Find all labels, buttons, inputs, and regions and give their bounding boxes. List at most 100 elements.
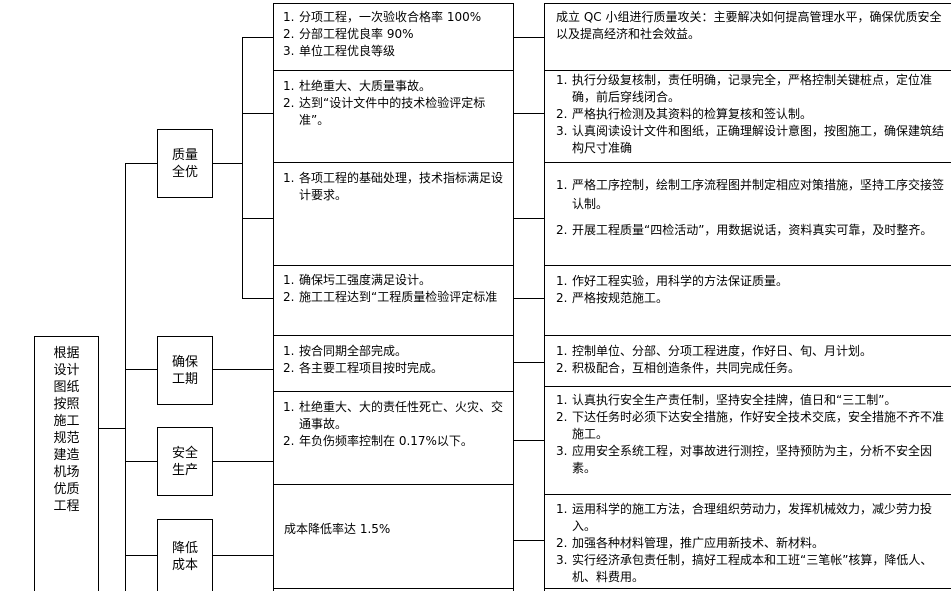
- list-item: 1.控制单位、分部、分项工程进度，作好日、旬、月计划。: [556, 344, 873, 358]
- list-item: 1.按合同期全部完成。: [283, 344, 408, 358]
- goal-cell-1: 1.分项工程，一次验收合格率 100% 2.分部工程优良率 90% 3.单位工程…: [283, 9, 508, 60]
- list-item: 2.达到“设计文件中的技术检验评定标准”。: [283, 96, 486, 127]
- measure-divider: [544, 162, 951, 163]
- measure-divider: [544, 386, 951, 387]
- measure-connector-6: [513, 440, 544, 441]
- goal-divider: [273, 265, 514, 266]
- list-item: 1.运用科学的施工方法，合理组织劳动力，发挥机械效力，减少劳力投入。: [556, 502, 933, 533]
- goal-cell-2: 1.杜绝重大、大质量事故。 2.达到“设计文件中的技术检验评定标准”。: [283, 78, 508, 129]
- measure-divider: [544, 335, 951, 336]
- goal-cell-6: 1.杜绝重大、大的责任性死亡、火灾、交通事故。 2.年负伤频率控制在 0.17%…: [283, 399, 508, 450]
- root-line: 规范: [53, 431, 80, 446]
- list-item: 2.积极配合，互相创造条件，共同完成任务。: [556, 361, 801, 375]
- list-item: 2.严格执行检测及其资料的检算复核和签认制。: [556, 107, 813, 121]
- goal-divider: [273, 70, 514, 71]
- list-item: 1.严格工序控制，绘制工序流程图并制定相应对策措施，坚持工序交接签认制。: [556, 178, 944, 211]
- schedule-to-goal: [212, 369, 274, 370]
- category-safety-box: 安全 生产: [157, 427, 213, 496]
- measure-column: [544, 3, 951, 591]
- list-item: 3.实行经济承包责任制，搞好工程成本和工班“三笔帐”核算，降低人、机、料费用。: [556, 553, 933, 584]
- measure-connector-4: [513, 298, 544, 299]
- category-label: 生产: [171, 463, 198, 478]
- list-item: 1.杜绝重大、大的责任性死亡、火灾、交通事故。: [283, 400, 504, 431]
- measure-divider: [544, 265, 951, 266]
- root-line: 根据: [53, 346, 80, 361]
- measure-divider: [544, 494, 951, 495]
- measure-text: 成立 QC 小组进行质量攻关：主要解决如何提高管理水平，确保优质安全以及提高经济…: [556, 10, 942, 41]
- root-line: 按照: [53, 397, 80, 412]
- measure-cell-5: 1.控制单位、分部、分项工程进度，作好日、旬、月计划。 2.积极配合，互相创造条…: [556, 343, 944, 377]
- category-label: 质量: [171, 148, 198, 163]
- goal-cell-5: 1.按合同期全部完成。 2.各主要工程项目按时完成。: [283, 343, 508, 377]
- measure-cell-1: 成立 QC 小组进行质量攻关：主要解决如何提高管理水平，确保优质安全以及提高经济…: [556, 9, 944, 43]
- goal-connector-1: [242, 37, 274, 38]
- measure-cell-4: 1.作好工程实验，用科学的方法保证质量。 2.严格按规范施工。: [556, 273, 944, 307]
- goal-connector-4: [242, 298, 274, 299]
- list-item: 2.下达任务时必须下达安全措施，作好安全技术交底，安全措施不齐不准施工。: [556, 410, 944, 441]
- category-schedule-box: 确保 工期: [157, 336, 213, 405]
- root-line: 工程: [53, 499, 80, 514]
- goal-cell-3: 1.各项工程的基础处理，技术指标满足设计要求。: [283, 170, 508, 204]
- list-item: 2.分部工程优良率 90%: [283, 27, 414, 41]
- measure-cell-6: 1.认真执行安全生产责任制，坚持安全挂牌，值日和“三工制”。 2.下达任务时必须…: [556, 392, 944, 477]
- list-item: 3.应用安全系统工程，对事故进行测控，坚持预防为主，分析不安全因素。: [556, 444, 933, 475]
- root-line: 机场: [53, 465, 80, 480]
- list-item: 1.作好工程实验，用科学的方法保证质量。: [556, 274, 789, 288]
- category-label: 全优: [171, 165, 198, 180]
- safety-to-goal: [212, 461, 274, 462]
- category-spine: [125, 163, 126, 591]
- category-label: 成本: [171, 558, 198, 573]
- root-goal-box: 根据 设计 图纸 按照 施工 规范 建造 机场 优质 工程: [34, 336, 99, 591]
- measure-cell-7: 1.运用科学的施工方法，合理组织劳动力，发挥机械效力，减少劳力投入。 2.加强各…: [556, 501, 944, 586]
- goal-cell-4: 1.确保圬工强度满足设计。 2.施工工程达到“工程质量检验评定标准: [283, 272, 508, 306]
- category-label: 安全: [171, 446, 198, 461]
- category-label: 工期: [171, 372, 198, 387]
- quality-goal-spine: [242, 37, 243, 298]
- list-item: 2.施工工程达到“工程质量检验评定标准: [283, 290, 498, 304]
- list-item: 1.各项工程的基础处理，技术指标满足设计要求。: [283, 171, 504, 202]
- measure-cell-3: 1.严格工序控制，绘制工序流程图并制定相应对策措施，坚持工序交接签认制。 2.开…: [556, 176, 944, 240]
- measure-connector-1: [513, 37, 544, 38]
- connector-safety: [125, 461, 157, 462]
- list-item: 2.年负伤频率控制在 0.17%以下。: [283, 434, 473, 448]
- goal-divider: [273, 588, 514, 589]
- category-cost-box: 降低 成本: [157, 519, 213, 591]
- list-item: 1.杜绝重大、大质量事故。: [283, 79, 432, 93]
- cost-to-goal: [212, 555, 274, 556]
- connector-schedule: [125, 369, 157, 370]
- list-item: 1.认真执行安全生产责任制，坚持安全挂牌，值日和“三工制”。: [556, 393, 897, 407]
- list-item: 1.分项工程，一次验收合格率 100%: [283, 10, 482, 24]
- root-line: 图纸: [53, 380, 80, 395]
- goal-divider: [273, 484, 514, 485]
- goal-column: [273, 3, 514, 591]
- quality-to-spine: [212, 163, 242, 164]
- measure-connector-2: [513, 113, 544, 114]
- measure-connector-7: [513, 540, 544, 541]
- measure-divider: [544, 588, 951, 589]
- root-line: 设计: [53, 363, 80, 378]
- list-item: 1.确保圬工强度满足设计。: [283, 273, 432, 287]
- goal-divider: [273, 335, 514, 336]
- goal-divider: [273, 162, 514, 163]
- list-item: 2.严格按规范施工。: [556, 291, 669, 305]
- measure-divider: [544, 70, 951, 71]
- list-item: 2.开展工程质量“四检活动”，用数据说话，资料真实可靠，及时整齐。: [556, 223, 933, 237]
- root-connector: [98, 428, 125, 429]
- connector-quality: [125, 163, 157, 164]
- goal-divider: [273, 391, 514, 392]
- root-line: 施工: [53, 414, 80, 429]
- goal-connector-3: [242, 218, 274, 219]
- list-item: 3.认真阅读设计文件和图纸，正确理解设计意图，按图施工，确保建筑结构尺寸准确: [556, 124, 944, 155]
- root-line: 建造: [53, 448, 80, 463]
- list-item: 2.加强各种材料管理，推广应用新技术、新材料。: [556, 536, 825, 550]
- goal-connector-2: [242, 113, 274, 114]
- measure-cell-2: 1.执行分级复核制，责任明确，记录完全，严格控制关键桩点，定位准确，前后穿线闭合…: [556, 72, 944, 157]
- goal-cell-7: 成本降低率达 1.5%: [284, 521, 509, 538]
- category-label: 降低: [171, 541, 198, 556]
- list-item: 3.单位工程优良等级: [283, 44, 396, 58]
- category-label: 确保: [171, 355, 198, 370]
- list-item: 1.执行分级复核制，责任明确，记录完全，严格控制关键桩点，定位准确，前后穿线闭合…: [556, 73, 933, 104]
- category-quality-box: 质量 全优: [157, 129, 213, 198]
- root-line: 优质: [53, 482, 80, 497]
- list-item: 2.各主要工程项目按时完成。: [283, 361, 444, 375]
